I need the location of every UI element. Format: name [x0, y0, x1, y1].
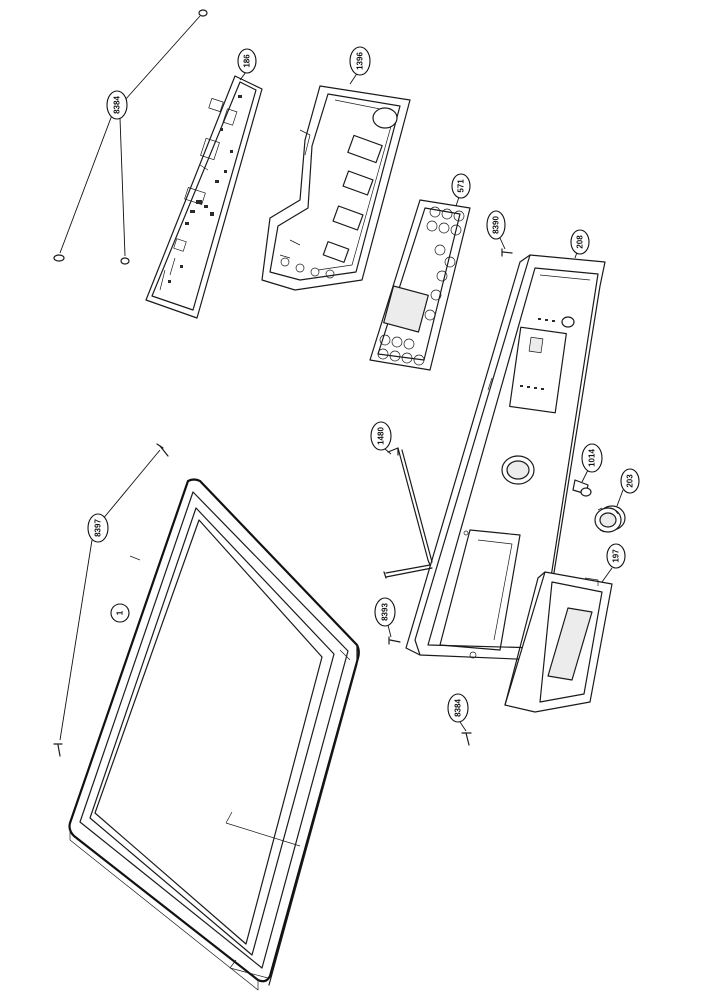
svg-text:8393: 8393	[381, 603, 390, 621]
callout-197: 197	[606, 543, 626, 569]
svg-text:1480: 1480	[377, 427, 386, 445]
screw-8397	[53, 443, 169, 757]
svg-text:186: 186	[243, 54, 252, 68]
frame-part	[68, 478, 360, 991]
clip-8384-set	[53, 9, 208, 265]
svg-text:571: 571	[457, 179, 466, 193]
screw-8390	[501, 248, 513, 257]
callout-1014: 1014	[581, 443, 603, 473]
callout-1480: 1480	[370, 421, 392, 451]
callout-203: 203	[620, 468, 640, 494]
svg-text:208: 208	[576, 235, 585, 249]
svg-text:197: 197	[612, 549, 621, 563]
board-housing-part	[261, 85, 411, 291]
callout-186: 186	[237, 48, 257, 74]
svg-text:8384: 8384	[454, 699, 463, 717]
callout-8384-top: 8384	[106, 90, 128, 120]
callout-8384-bottom: 8384	[447, 693, 469, 723]
dispenser-drawer-part	[504, 571, 613, 713]
callout-571: 571	[451, 173, 471, 199]
control-board-part	[145, 75, 263, 319]
callout-1: 1	[110, 603, 130, 623]
light-guide-rod-part	[383, 447, 433, 579]
control-panel-part	[405, 254, 606, 661]
svg-text:8390: 8390	[492, 216, 501, 234]
knob-part	[594, 505, 626, 533]
screw-8384-bottom	[461, 732, 472, 746]
button-carrier-part	[369, 199, 471, 371]
callout-8397: 8397	[87, 513, 109, 543]
callout-8390: 8390	[486, 210, 506, 240]
svg-text:8397: 8397	[94, 519, 103, 537]
svg-text:8384: 8384	[113, 96, 122, 114]
callout-8393: 8393	[374, 597, 396, 627]
svg-text:1396: 1396	[356, 52, 365, 70]
callout-1396: 1396	[349, 46, 371, 76]
callout-208: 208	[570, 229, 590, 255]
screw-8393	[388, 636, 401, 645]
svg-text:1: 1	[116, 610, 125, 615]
svg-text:203: 203	[626, 474, 635, 488]
knob-insert-part	[572, 479, 592, 497]
svg-text:1014: 1014	[588, 449, 597, 467]
